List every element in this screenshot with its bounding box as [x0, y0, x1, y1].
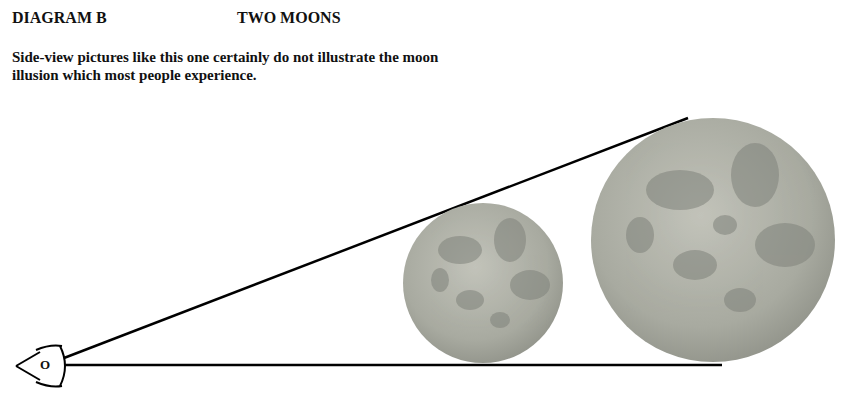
diagram-title: DIAGRAM B	[12, 9, 107, 27]
note-text: Side-view pictures like this one certain…	[12, 48, 462, 84]
eye-label: O	[40, 357, 50, 373]
eye-symbol	[16, 346, 65, 387]
large-moon	[591, 118, 835, 362]
sight-line	[64, 364, 722, 367]
subtitle: TWO MOONS	[237, 9, 341, 27]
small-moon	[403, 203, 563, 363]
